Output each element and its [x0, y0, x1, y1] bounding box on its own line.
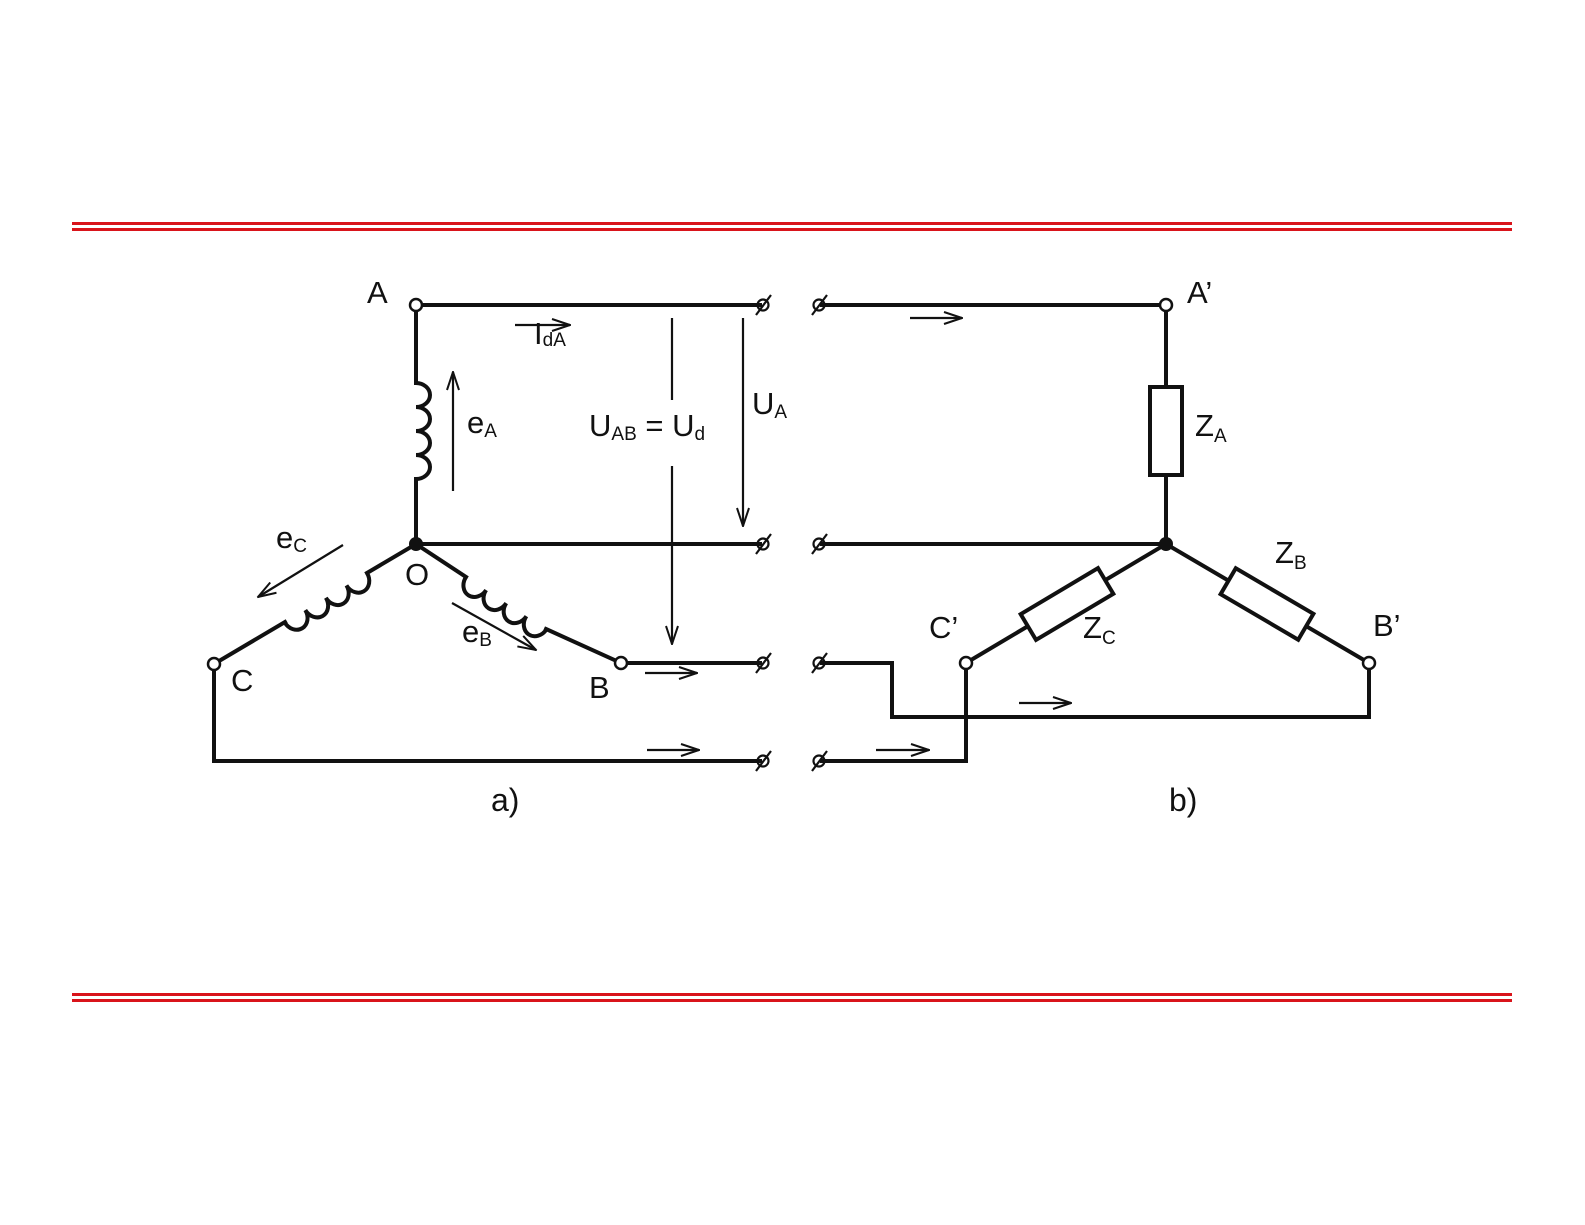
- caption-a: a): [491, 782, 519, 818]
- label-emf-a: eA: [467, 405, 497, 442]
- label-c: C: [231, 663, 253, 698]
- label-line-voltage: UAB = Ud: [589, 408, 705, 445]
- breaks-left: [756, 295, 771, 771]
- impedance-zb: [1221, 568, 1314, 639]
- label-b: B: [589, 670, 610, 705]
- coil-c: [285, 573, 374, 634]
- label-imp-c: ZC: [1083, 610, 1116, 649]
- label-emf-c: eC: [276, 520, 307, 557]
- neutral-node-o: [409, 537, 423, 551]
- label-c-prime: C’: [929, 610, 958, 645]
- label-a: A: [367, 275, 388, 310]
- label-voltage-a: UA: [752, 386, 787, 423]
- label-current-a: IdA: [534, 316, 566, 351]
- label-a-prime: A’: [1187, 275, 1212, 310]
- terminal-a-prime: [1160, 299, 1172, 311]
- terminal-a: [410, 299, 422, 311]
- load-circuit: [822, 305, 1369, 761]
- label-o: O: [405, 557, 429, 592]
- impedance-za: [1150, 387, 1182, 475]
- label-imp-a: ZA: [1195, 408, 1227, 447]
- bottom-rule: [72, 993, 1512, 1002]
- arrows-left: [258, 318, 743, 750]
- terminal-c-prime: [960, 657, 972, 669]
- arrows-right: [876, 318, 1071, 750]
- label-imp-b: ZB: [1275, 535, 1307, 574]
- terminal-b: [615, 657, 627, 669]
- coil-a: [416, 383, 430, 479]
- caption-b: b): [1169, 782, 1197, 818]
- generator-circuit: [214, 305, 760, 761]
- load-neutral-node: [1159, 537, 1173, 551]
- terminal-b-prime: [1363, 657, 1375, 669]
- top-rule: [72, 222, 1512, 231]
- label-b-prime: B’: [1373, 608, 1401, 643]
- label-emf-b: eB: [462, 614, 492, 651]
- breaks-right: [812, 295, 827, 771]
- terminal-c: [208, 658, 220, 670]
